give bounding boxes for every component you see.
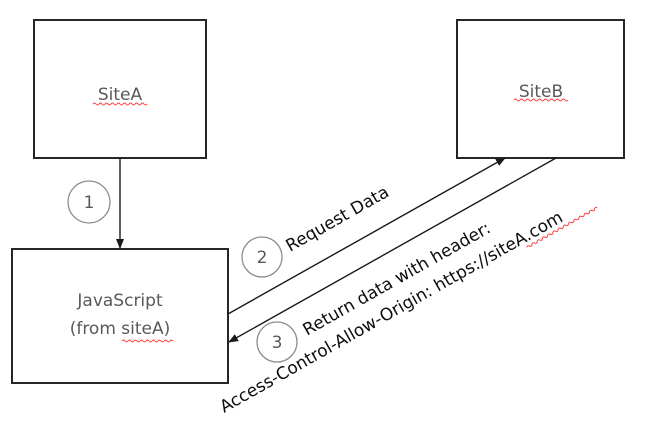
step-2-number: 2 bbox=[257, 248, 268, 268]
site-b-node: SiteB bbox=[456, 19, 625, 159]
spellcheck-underline bbox=[92, 102, 148, 106]
spellcheck-underline bbox=[121, 339, 174, 343]
spellcheck-underline bbox=[513, 98, 569, 102]
site-b-label: SiteB bbox=[519, 82, 563, 102]
arrow-js-to-siteb bbox=[227, 157, 506, 315]
arrow-siteb-to-js bbox=[228, 157, 557, 343]
step-1-circle bbox=[67, 180, 111, 224]
site-a-box bbox=[33, 19, 207, 159]
step-2-label: Request Data bbox=[283, 182, 393, 256]
step-3-circle bbox=[256, 321, 298, 363]
step-2-circle bbox=[241, 236, 283, 278]
step-1-number: 1 bbox=[84, 193, 95, 213]
site-a-label: SiteA bbox=[98, 85, 143, 105]
javascript-label-line1: JavaScript bbox=[76, 291, 163, 311]
javascript-label-line2: (from siteA) bbox=[70, 319, 171, 339]
site-a-node: SiteA bbox=[33, 19, 207, 159]
spellcheck-underline bbox=[526, 206, 598, 248]
step-1-connector: 1 bbox=[67, 158, 124, 249]
step-3-number: 3 bbox=[272, 333, 283, 353]
site-b-box bbox=[456, 19, 625, 159]
javascript-node: JavaScript (from siteA) bbox=[11, 248, 229, 384]
javascript-box bbox=[11, 248, 229, 384]
